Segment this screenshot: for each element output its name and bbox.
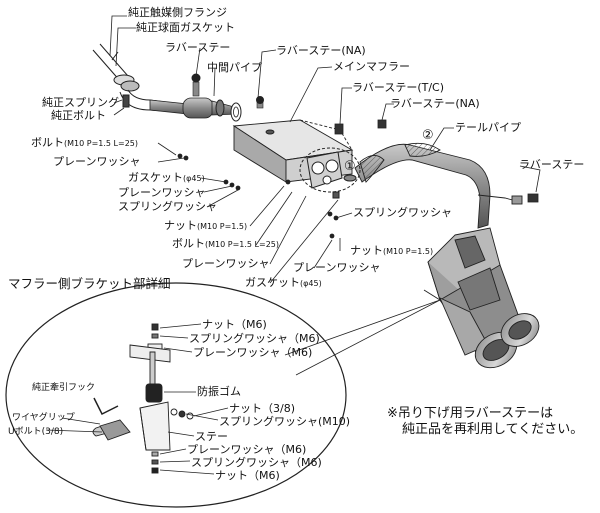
tail-pipe bbox=[354, 142, 523, 229]
detail-plain-washer-m6-top: プレーンワッシャ（M6) bbox=[193, 346, 313, 359]
label-gasket-2: ガスケット(φ45) bbox=[245, 276, 322, 289]
label-tail-pipe: テールパイプ bbox=[455, 121, 521, 134]
marker-1: ① bbox=[344, 159, 356, 174]
label-genuine-spring: 純正スプリング bbox=[42, 96, 119, 109]
detail-stay: ステー bbox=[195, 430, 228, 443]
label-plain-washer-1: プレーンワッシャ bbox=[53, 155, 141, 168]
flange-detail-ring bbox=[299, 147, 361, 193]
label-bolt-1: ボルト(M10 P=1.5 L=25) bbox=[31, 136, 138, 149]
label-plain-washer-3: プレーンワッシャ bbox=[182, 257, 270, 270]
detail-spring-washer-m6-top: スプリングワッシャ（M6) bbox=[189, 332, 320, 345]
detail-wire-grip: ワイヤグリップ bbox=[12, 413, 75, 423]
marker-2: ② bbox=[422, 128, 434, 143]
label-rubber-stay-na-1: ラバーステー(NA) bbox=[276, 44, 366, 57]
detail-plain-washer-m6-bot: プレーンワッシャ（M6) bbox=[187, 443, 307, 456]
label-plain-washer-4: プレーンワッシャ bbox=[293, 261, 381, 274]
mid-pipe bbox=[149, 73, 264, 122]
label-bolt-2: ボルト(M10 P=1.5 L=25) bbox=[172, 237, 279, 250]
label-rubber-stay-1: ラバーステー bbox=[165, 41, 231, 54]
label-plain-washer-2: プレーンワッシャ bbox=[118, 186, 206, 199]
detail-rubber-mount: 防振ゴム bbox=[197, 385, 241, 398]
label-nut-1: ナット(M10 P=1.5) bbox=[164, 219, 248, 232]
label-genuine-sphere-gasket: 純正球面ガスケット bbox=[136, 21, 235, 34]
detail-nut-m6-bot: ナット（M6) bbox=[215, 469, 280, 482]
label-spring-washer-1: スプリングワッシャ bbox=[118, 200, 217, 213]
label-mid-pipe: 中間パイプ bbox=[207, 61, 262, 74]
label-rubber-stay-tc: ラバーステー(T/C) bbox=[352, 81, 445, 94]
detail-leaders bbox=[45, 323, 229, 475]
muffler-flange bbox=[306, 151, 357, 199]
label-gasket-1: ガスケット(φ45) bbox=[128, 171, 205, 184]
detail-nut-m6-top: ナット（M6) bbox=[202, 318, 267, 331]
rear-muffler bbox=[423, 227, 540, 369]
detail-view bbox=[5, 282, 441, 508]
label-genuine-bolt: 純正ボルト bbox=[51, 109, 106, 122]
label-nut-2: ナット(M10 P=1.5) bbox=[350, 244, 434, 257]
detail-spring-washer-m6-bot: スプリングワッシャ（M6) bbox=[191, 456, 322, 469]
label-spring-washer-2: スプリングワッシャ bbox=[353, 206, 452, 219]
detail-spring-washer-m10: スプリングワッシャ(M10) bbox=[219, 415, 351, 428]
label-main-muffler: メインマフラー bbox=[333, 60, 410, 73]
detail-parts bbox=[92, 323, 194, 474]
detail-title: マフラー側ブラケット部詳細 bbox=[8, 276, 171, 291]
label-rubber-stay-2: ラバーステー bbox=[519, 158, 585, 171]
detail-tow-hook: 純正牽引フック bbox=[32, 383, 96, 393]
rubber-stays bbox=[177, 119, 539, 239]
note-line-1: ※吊り下げ用ラバーステーは bbox=[387, 406, 554, 421]
leader-lines bbox=[109, 15, 541, 284]
label-rubber-stay-na-2: ラバーステー(NA) bbox=[390, 97, 480, 110]
detail-u-bolt: Uボルト(3/8) bbox=[8, 427, 64, 437]
note-line-2: 純正品を再利用してください。 bbox=[402, 422, 584, 437]
label-genuine-flange: 純正触媒側フランジ bbox=[128, 6, 227, 19]
detail-nut-3-8: ナット（3/8) bbox=[229, 402, 295, 415]
